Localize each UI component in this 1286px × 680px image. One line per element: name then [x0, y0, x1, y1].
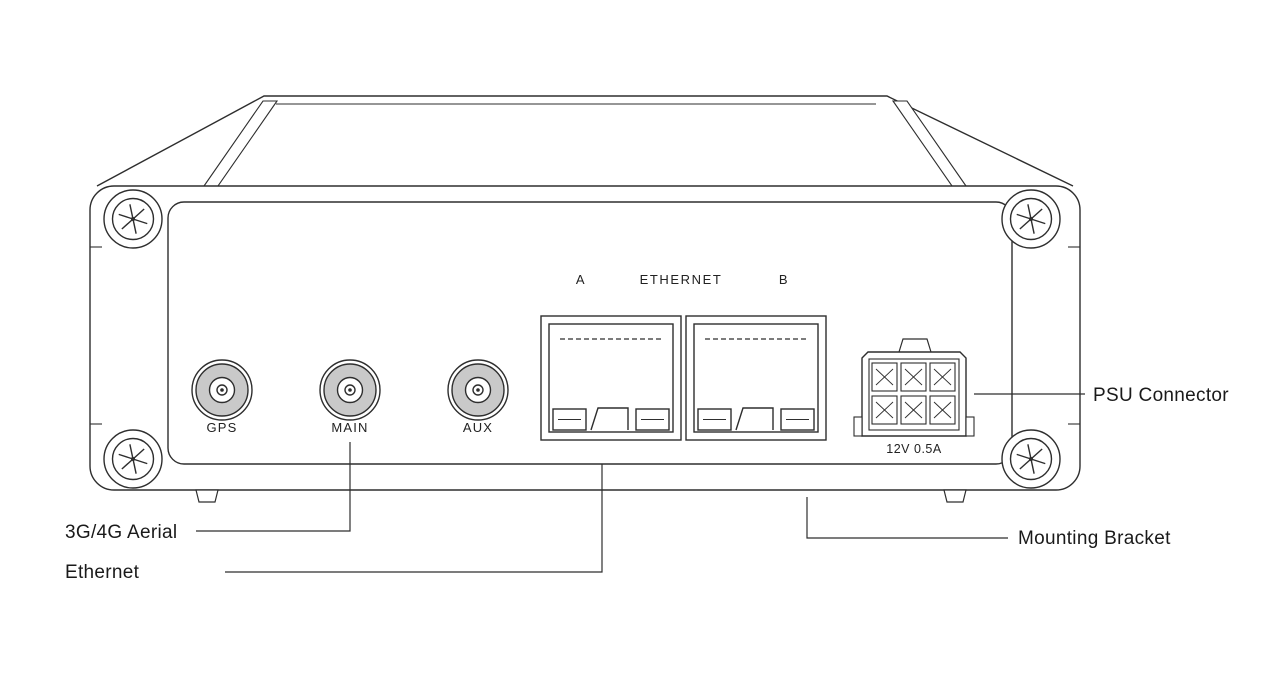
- ethernet-port-b-label: B: [779, 272, 789, 287]
- main-antenna-connector: [319, 359, 381, 421]
- psu-connector: 12V 0.5A: [853, 338, 975, 456]
- corner-screw-bottom-right: [1001, 429, 1061, 489]
- callout-psu-label: PSU Connector: [1093, 385, 1229, 406]
- callout-ethernet-label: Ethernet: [65, 562, 140, 583]
- psu-top-tab: [898, 338, 932, 353]
- psu-rating-label: 12V 0.5A: [886, 442, 942, 456]
- gps-antenna-connector: [191, 359, 253, 421]
- corner-screw-top-right: [1001, 189, 1061, 249]
- ethernet-ports: A ETHERNET B: [540, 272, 827, 441]
- callout-aerial-line: [196, 442, 351, 532]
- aux-antenna-connector: [447, 359, 509, 421]
- callout-aerial-label: 3G/4G Aerial: [65, 522, 177, 543]
- psu-body: [861, 351, 967, 437]
- ethernet-port-a: [540, 315, 682, 441]
- bracket-foot-left: [195, 489, 219, 503]
- aux-label: AUX: [463, 420, 493, 435]
- top-cover: [96, 95, 1074, 187]
- callout-mounting-line: [806, 497, 1008, 539]
- main-label: MAIN: [331, 420, 368, 435]
- corner-screw-bottom-left: [103, 429, 163, 489]
- psu-side-tab-right: [965, 416, 975, 437]
- corner-screw-top-left: [103, 189, 163, 249]
- gps-label: GPS: [206, 420, 237, 435]
- antenna-connectors: GPS MAIN AUX: [191, 359, 509, 435]
- bracket-foot-right: [943, 489, 967, 503]
- ethernet-port-b: [685, 315, 827, 441]
- case-seams: [90, 246, 1080, 425]
- callout-mounting-label: Mounting Bracket: [1018, 528, 1171, 549]
- ethernet-port-a-label: A: [576, 272, 586, 287]
- callout-ethernet-line: [225, 464, 603, 573]
- psu-pin-grid: [871, 362, 956, 425]
- psu-side-tab-left: [853, 416, 863, 437]
- ethernet-title-label: ETHERNET: [640, 272, 723, 287]
- callouts: PSU Connector 3G/4G Aerial Ethernet Moun…: [65, 385, 1229, 583]
